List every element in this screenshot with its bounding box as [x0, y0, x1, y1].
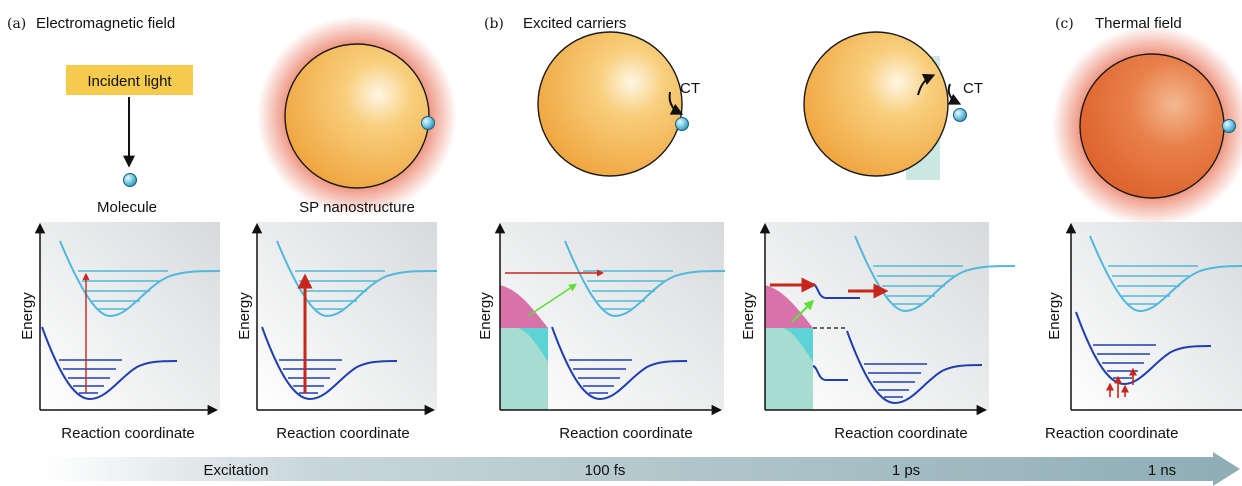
- plasmonic-particle: [803, 31, 949, 177]
- molecule-icon: [675, 117, 689, 131]
- energy-diagram-hot-carriers: Energy Reaction coordinate: [477, 222, 726, 442]
- hybridized-ground-state: [812, 365, 848, 381]
- panel-a-title-text: Electromagnetic field: [36, 15, 175, 32]
- molecule-icon: [123, 173, 137, 187]
- plot-background: [1071, 222, 1242, 410]
- y-axis-label: Energy: [1046, 292, 1063, 340]
- plot-background: [257, 222, 437, 410]
- sp-nanostructure-label: SP nanostructure: [299, 199, 415, 216]
- panel-b-title-text: Excited carriers: [523, 15, 626, 32]
- energy-diagram-thermal: Energy Reaction coordinate: [1045, 222, 1242, 442]
- y-axis-label: Energy: [19, 292, 36, 340]
- molecule-icon: [1222, 119, 1236, 133]
- panel-a-tag: (a): [7, 16, 26, 32]
- panel-c-tag: (c): [1055, 16, 1074, 32]
- y-axis-label: Energy: [236, 292, 253, 340]
- relaxed-transfer-arrow: [527, 283, 578, 317]
- energy-diagram-interface: Energy Reaction coordinate: [740, 222, 1016, 442]
- ct-label: CT: [963, 80, 983, 97]
- sp-nanostructure-particle: [284, 43, 430, 189]
- timeline-100fs: 100 fs: [585, 462, 626, 479]
- hot-electron-distribution: [500, 285, 548, 328]
- ct-arrow: [947, 83, 962, 105]
- x-axis-label: Reaction coordinate: [559, 425, 692, 442]
- timeline-excitation: Excitation: [203, 462, 268, 479]
- panel-a-title: (a) Electromagnetic field: [7, 15, 175, 32]
- hot-hole-distribution: [518, 328, 548, 362]
- hot-electron-distribution: [765, 285, 813, 328]
- ct-arrow: [668, 91, 684, 115]
- plasmonic-particle: [537, 31, 683, 177]
- incident-light-box: [66, 65, 193, 95]
- panel-b-title: (b) Excited carriers: [484, 15, 626, 32]
- incident-light-label: Incident light: [87, 73, 172, 90]
- x-axis-label: Reaction coordinate: [834, 425, 967, 442]
- ct-label: CT: [680, 80, 700, 97]
- y-axis-label: Energy: [740, 292, 757, 340]
- molecule-icon: [953, 108, 967, 122]
- timeline-1ns: 1 ns: [1148, 462, 1176, 479]
- timeline-1ps: 1 ps: [892, 462, 920, 479]
- x-axis-label: Reaction coordinate: [1045, 425, 1178, 442]
- hot-hole-distribution: [783, 328, 813, 362]
- heated-particle: [1079, 53, 1225, 199]
- panel-b-tag: (b): [484, 16, 504, 32]
- molecule-label: Molecule: [97, 199, 157, 216]
- ct-arrow: [917, 73, 936, 96]
- timeline: Excitation 100 fs 1 ps 1 ns: [42, 452, 1240, 486]
- molecule-icon: [421, 116, 435, 130]
- x-axis-label: Reaction coordinate: [61, 425, 194, 442]
- y-axis-label: Energy: [477, 292, 494, 340]
- relaxed-transfer-arrow: [791, 299, 815, 323]
- x-axis-label: Reaction coordinate: [276, 425, 409, 442]
- energy-diagram-enhanced: Energy Reaction coordinate: [236, 222, 438, 442]
- energy-diagram-direct: Energy Reaction coordinate: [19, 222, 221, 442]
- timeline-arrow: [42, 452, 1240, 486]
